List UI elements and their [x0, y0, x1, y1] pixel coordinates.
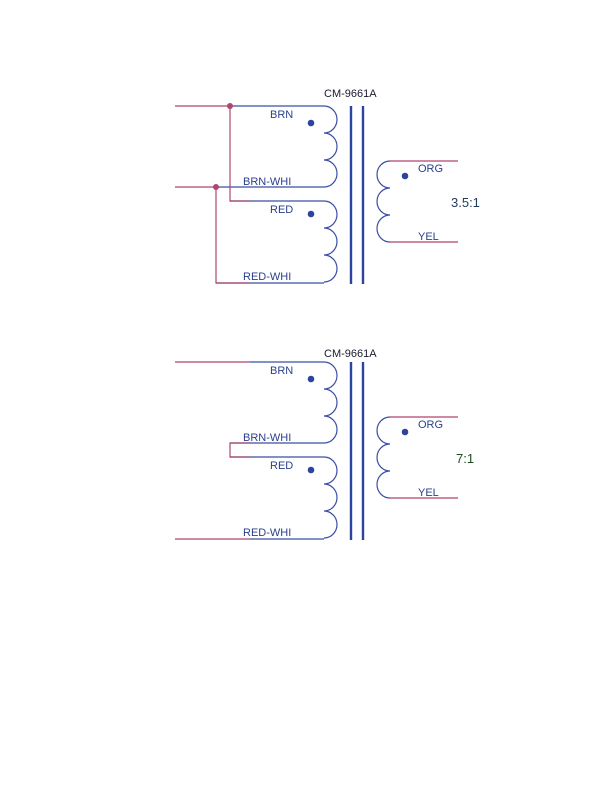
- secondary-winding: [376, 416, 391, 499]
- jumper-brn-red: [229, 106, 250, 202]
- label-yel: YEL: [418, 487, 439, 499]
- polarity-dot: [307, 210, 315, 218]
- label-org: ORG: [418, 419, 443, 431]
- primary-winding-1: [323, 105, 338, 188]
- label-brn: BRN: [270, 365, 293, 377]
- label-red-whi: RED-WHI: [243, 527, 291, 539]
- series-jumper: [229, 442, 250, 458]
- primary-winding-2: [323, 456, 338, 539]
- polarity-dot: [401, 428, 409, 436]
- label-red: RED: [270, 460, 293, 472]
- polarity-dot: [307, 375, 315, 383]
- jumper-brnwhi-redwhi: [215, 187, 250, 284]
- part-number-label: CM-9661A: [324, 88, 377, 100]
- label-yel: YEL: [418, 231, 439, 243]
- label-brn: BRN: [270, 109, 293, 121]
- turns-ratio-label: 3.5:1: [451, 195, 480, 210]
- turns-ratio-label: 7:1: [456, 451, 474, 466]
- transformer-diagram-1: CM-9661A BRN BRN-WHI RED RED-WH: [175, 88, 480, 284]
- junction-dot: [227, 103, 233, 109]
- polarity-dot: [401, 172, 409, 180]
- part-number-label: CM-9661A: [324, 348, 377, 360]
- label-red: RED: [270, 204, 293, 216]
- junction-dot: [213, 184, 219, 190]
- transformer-diagram-2: CM-9661A BRN BRN-WHI RED RED-WHI ORG YEL: [175, 348, 474, 540]
- primary-winding-1: [323, 361, 338, 444]
- polarity-dot: [307, 466, 315, 474]
- polarity-dot: [307, 119, 315, 127]
- primary-winding-2: [323, 200, 338, 283]
- secondary-winding: [376, 160, 391, 243]
- label-org: ORG: [418, 163, 443, 175]
- label-red-whi: RED-WHI: [243, 271, 291, 283]
- label-brn-whi: BRN-WHI: [243, 432, 291, 444]
- label-brn-whi: BRN-WHI: [243, 176, 291, 188]
